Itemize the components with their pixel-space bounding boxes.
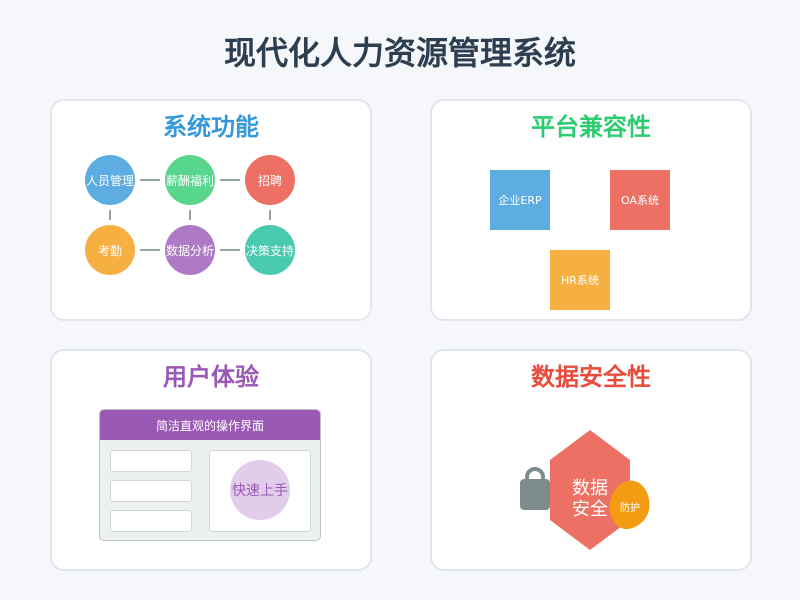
core-line: 安全 [572, 499, 608, 520]
feature-node: 考勤 [85, 225, 135, 275]
feature-node: 决策支持 [245, 225, 295, 275]
system-hr: HR系统 [550, 250, 610, 310]
feature-node: 数据分析 [165, 225, 215, 275]
mockup-title: 简洁直观的操作界面 [100, 410, 320, 440]
ux-heading: 用户体验 [163, 363, 259, 391]
hexagon-shape [550, 430, 630, 550]
feature-node: 人员管理 [85, 155, 135, 205]
security-core-text: 数据 安全 [560, 478, 620, 520]
mockup-field [110, 480, 192, 502]
features-card: 系统功能 [50, 99, 372, 321]
page-title: 现代化人力资源管理系统 [223, 34, 576, 72]
features-heading: 系统功能 [163, 113, 259, 141]
system-erp: 企业ERP [490, 170, 550, 230]
lock-icon [520, 467, 550, 510]
core-line: 数据 [572, 478, 608, 499]
shield-label: 防护 [620, 503, 640, 514]
feature-node: 薪酬福利 [165, 155, 215, 205]
system-oa: OA系统 [610, 170, 670, 230]
shield-icon [609, 480, 650, 530]
mockup-field [110, 510, 192, 532]
quick-start-badge: 快速上手 [230, 460, 290, 520]
feature-node: 招聘 [245, 155, 295, 205]
security-heading: 数据安全性 [531, 363, 651, 391]
compat-heading: 平台兼容性 [531, 113, 651, 141]
mockup-field [110, 450, 192, 472]
